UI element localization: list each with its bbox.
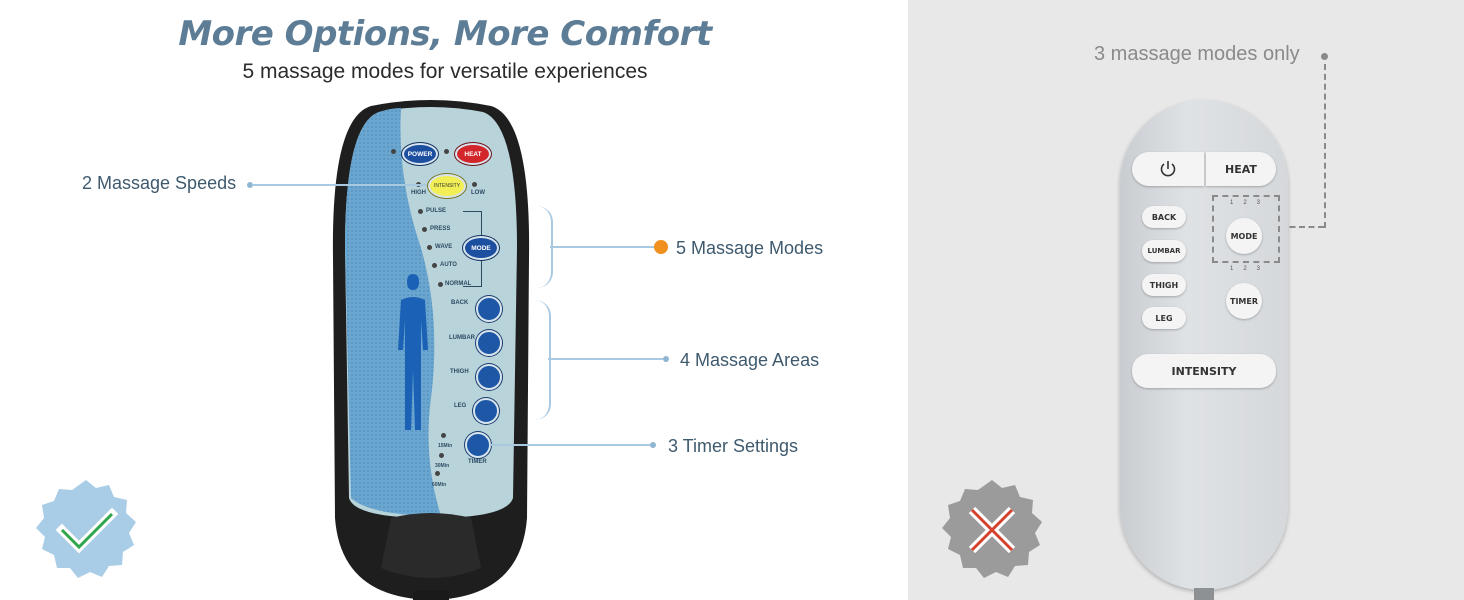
page-subtitle: 5 massage modes for versatile experience… (242, 60, 648, 83)
mode-button[interactable]: MODE (463, 236, 499, 260)
mode-label-normal: NORMAL (445, 281, 472, 287)
callout-timer: 3 Timer Settings (668, 436, 799, 456)
mode-button-grey-label: MODE (1230, 231, 1258, 241)
mode-label-pulse: PULSE (426, 208, 447, 214)
comparison-right-panel: 3 massage modes only HEAT BACK LUMBAR TH… (908, 0, 1464, 600)
note-leader-vertical (1324, 64, 1326, 228)
remote-left: POWER HEAT HIGH INTENSITY LOW PULSE PRES… (331, 98, 531, 600)
timer-led-30 (439, 453, 444, 458)
area-button-lumbar[interactable] (476, 330, 502, 356)
timer-led-2: 2 (1243, 266, 1247, 272)
mode-button-label: MODE (471, 244, 491, 252)
timer-button-label: TIMER (468, 459, 487, 465)
callout-speeds-dot (247, 182, 253, 188)
mode-led-wave (427, 245, 432, 250)
area-label-thigh-grey: THIGH (1149, 280, 1179, 290)
timer-label-30: 30Min (435, 463, 450, 469)
mode-led-auto (432, 263, 437, 268)
area-button-back-grey[interactable]: BACK (1142, 206, 1186, 228)
area-button-thigh-grey[interactable]: THIGH (1142, 274, 1186, 296)
mode-led-2: 2 (1243, 200, 1247, 206)
callout-areas: 4 Massage Areas (680, 350, 820, 370)
heat-button-label: HEAT (464, 150, 482, 158)
mode-led-pulse (418, 209, 423, 214)
callout-areas-dot (663, 356, 669, 362)
remote-right: HEAT BACK LUMBAR THIGH LEG 1 2 3 MODE 1 … (1120, 100, 1288, 590)
mode-highlight-box (1212, 195, 1280, 263)
check-icon (36, 480, 136, 578)
mode-leds: 1 2 3 (1230, 200, 1260, 206)
note-three-modes: 3 massage modes only (1094, 43, 1300, 65)
mode-led-1: 1 (1230, 200, 1234, 206)
areas-bracket-line (535, 300, 551, 420)
area-label-back: BACK (451, 300, 469, 306)
timer-label-15: 15Min (438, 443, 453, 449)
timer-led-1: 1 (1230, 266, 1234, 272)
mode-label-press: PRESS (430, 226, 451, 232)
mode-led-3: 3 (1256, 200, 1260, 206)
area-button-leg[interactable] (473, 398, 499, 424)
note-leader-horizontal (1280, 226, 1324, 228)
area-button-back[interactable] (476, 296, 502, 322)
timer-led-60 (435, 471, 440, 476)
heat-button[interactable]: HEAT (455, 143, 491, 165)
remote-right-cable (1194, 588, 1214, 600)
area-label-leg: LEG (454, 403, 467, 409)
callout-speeds-line (252, 184, 427, 186)
area-button-thigh[interactable] (476, 364, 502, 390)
callout-speeds: 2 Massage Speeds (82, 173, 237, 193)
area-button-lumbar-grey[interactable]: LUMBAR (1142, 240, 1186, 262)
intensity-button-grey-label: INTENSITY (1171, 364, 1237, 378)
mode-led-press (422, 227, 427, 232)
intensity-button-grey[interactable]: INTENSITY (1132, 354, 1276, 388)
mode-label-wave: WAVE (435, 244, 453, 250)
mode-label-auto: AUTO (440, 262, 457, 268)
power-button[interactable]: POWER (402, 143, 438, 165)
remote-left-body (332, 100, 530, 600)
callout-timer-line (490, 444, 650, 446)
area-label-lumbar-grey: LUMBAR (1147, 247, 1181, 255)
area-label-leg-grey: LEG (1155, 313, 1173, 323)
timer-leds: 1 2 3 (1230, 266, 1260, 272)
remote-left-cable (413, 590, 449, 600)
heat-button-grey[interactable]: HEAT (1206, 152, 1276, 186)
low-label: LOW (471, 190, 485, 196)
low-led (472, 182, 477, 187)
heat-button-grey-label: HEAT (1225, 162, 1257, 176)
page-title: More Options, More Comfort (178, 14, 712, 54)
timer-button-grey-label: TIMER (1229, 296, 1259, 306)
callout-modes-line (550, 246, 658, 248)
power-icon (1160, 161, 1176, 177)
area-button-leg-grey[interactable]: LEG (1142, 307, 1186, 329)
power-led (391, 149, 396, 154)
mode-button-grey[interactable]: MODE (1226, 218, 1262, 254)
power-button-label: POWER (407, 150, 433, 158)
area-label-lumbar: LUMBAR (449, 335, 475, 341)
callout-timer-dot (650, 442, 656, 448)
cross-icon (942, 480, 1042, 578)
heat-led (444, 149, 449, 154)
note-dot (1321, 53, 1328, 60)
power-button-grey[interactable] (1132, 152, 1204, 186)
high-label: HIGH (411, 190, 426, 196)
timer-button[interactable] (465, 432, 491, 458)
timer-led-15 (441, 433, 446, 438)
intensity-button-label: INTENSITY (433, 183, 461, 189)
callout-areas-line (548, 358, 663, 360)
timer-led-3: 3 (1256, 266, 1260, 272)
callout-modes: 5 Massage Modes (676, 238, 824, 258)
comparison-left-panel: More Options, More Comfort 5 massage mod… (36, 14, 824, 600)
area-label-back-grey: BACK (1151, 212, 1177, 222)
callout-modes-dot (654, 240, 668, 254)
area-label-thigh: THIGH (450, 369, 469, 375)
timer-label-60: 60Min (432, 482, 447, 488)
timer-button-grey[interactable]: TIMER (1226, 283, 1262, 319)
intensity-button[interactable]: INTENSITY (428, 174, 466, 198)
mode-led-normal (438, 282, 443, 287)
